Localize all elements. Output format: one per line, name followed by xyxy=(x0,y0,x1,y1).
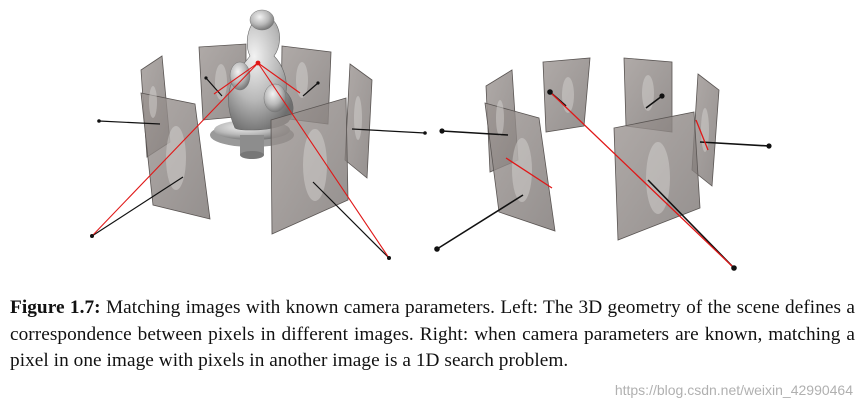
camera-center xyxy=(387,256,391,260)
correspondence-ray xyxy=(91,62,259,237)
figure-illustration xyxy=(90,9,772,271)
camera-ray xyxy=(645,95,663,109)
image-imprint xyxy=(166,126,186,190)
epipolar-ray xyxy=(549,91,735,269)
camera-ray xyxy=(436,194,524,250)
camera-center xyxy=(90,234,94,238)
camera-center xyxy=(547,89,553,95)
camera-ray xyxy=(91,176,184,237)
correspondence-ray xyxy=(213,62,259,95)
camera-ray xyxy=(312,181,390,259)
image-imprint xyxy=(512,138,532,202)
camera-ray xyxy=(441,130,509,136)
camera-ray xyxy=(647,179,735,269)
image-imprint xyxy=(296,62,308,98)
camera-center xyxy=(97,119,101,123)
scene-point xyxy=(255,60,261,66)
camera-center xyxy=(731,265,737,271)
image-imprint xyxy=(354,96,362,140)
camera-ray xyxy=(699,141,770,147)
camera-center xyxy=(434,246,440,252)
camera-center xyxy=(766,143,772,149)
image-imprint xyxy=(562,77,574,113)
correspondence-ray xyxy=(257,62,301,94)
image-imprint xyxy=(642,75,654,111)
epipolar-line xyxy=(695,119,709,151)
camera-center xyxy=(439,128,445,134)
camera-center xyxy=(659,93,665,99)
image-plane xyxy=(613,111,701,241)
correspondence-ray xyxy=(257,62,390,259)
figure-caption: Figure 1.7: Matching images with known c… xyxy=(10,295,855,375)
watermark-url: https://blog.csdn.net/weixin_42990464 xyxy=(614,382,853,398)
image-plane xyxy=(270,97,349,235)
camera-center xyxy=(423,131,427,135)
figure-label: Figure 1.7: xyxy=(10,297,101,318)
right-scene xyxy=(434,57,772,271)
camera-ray xyxy=(205,77,223,97)
camera-ray xyxy=(302,82,319,97)
image-imprint xyxy=(496,100,504,136)
image-imprint xyxy=(149,86,157,118)
camera-center xyxy=(204,76,208,80)
image-plane xyxy=(542,57,591,133)
epipolar-line xyxy=(505,157,553,189)
image-imprint xyxy=(303,129,327,201)
camera-ray xyxy=(98,120,161,125)
left-scene xyxy=(90,9,427,260)
camera-center xyxy=(316,81,320,85)
caption-text: Matching images with known camera parame… xyxy=(10,297,855,371)
image-imprint xyxy=(701,108,709,152)
camera-ray xyxy=(351,128,426,134)
